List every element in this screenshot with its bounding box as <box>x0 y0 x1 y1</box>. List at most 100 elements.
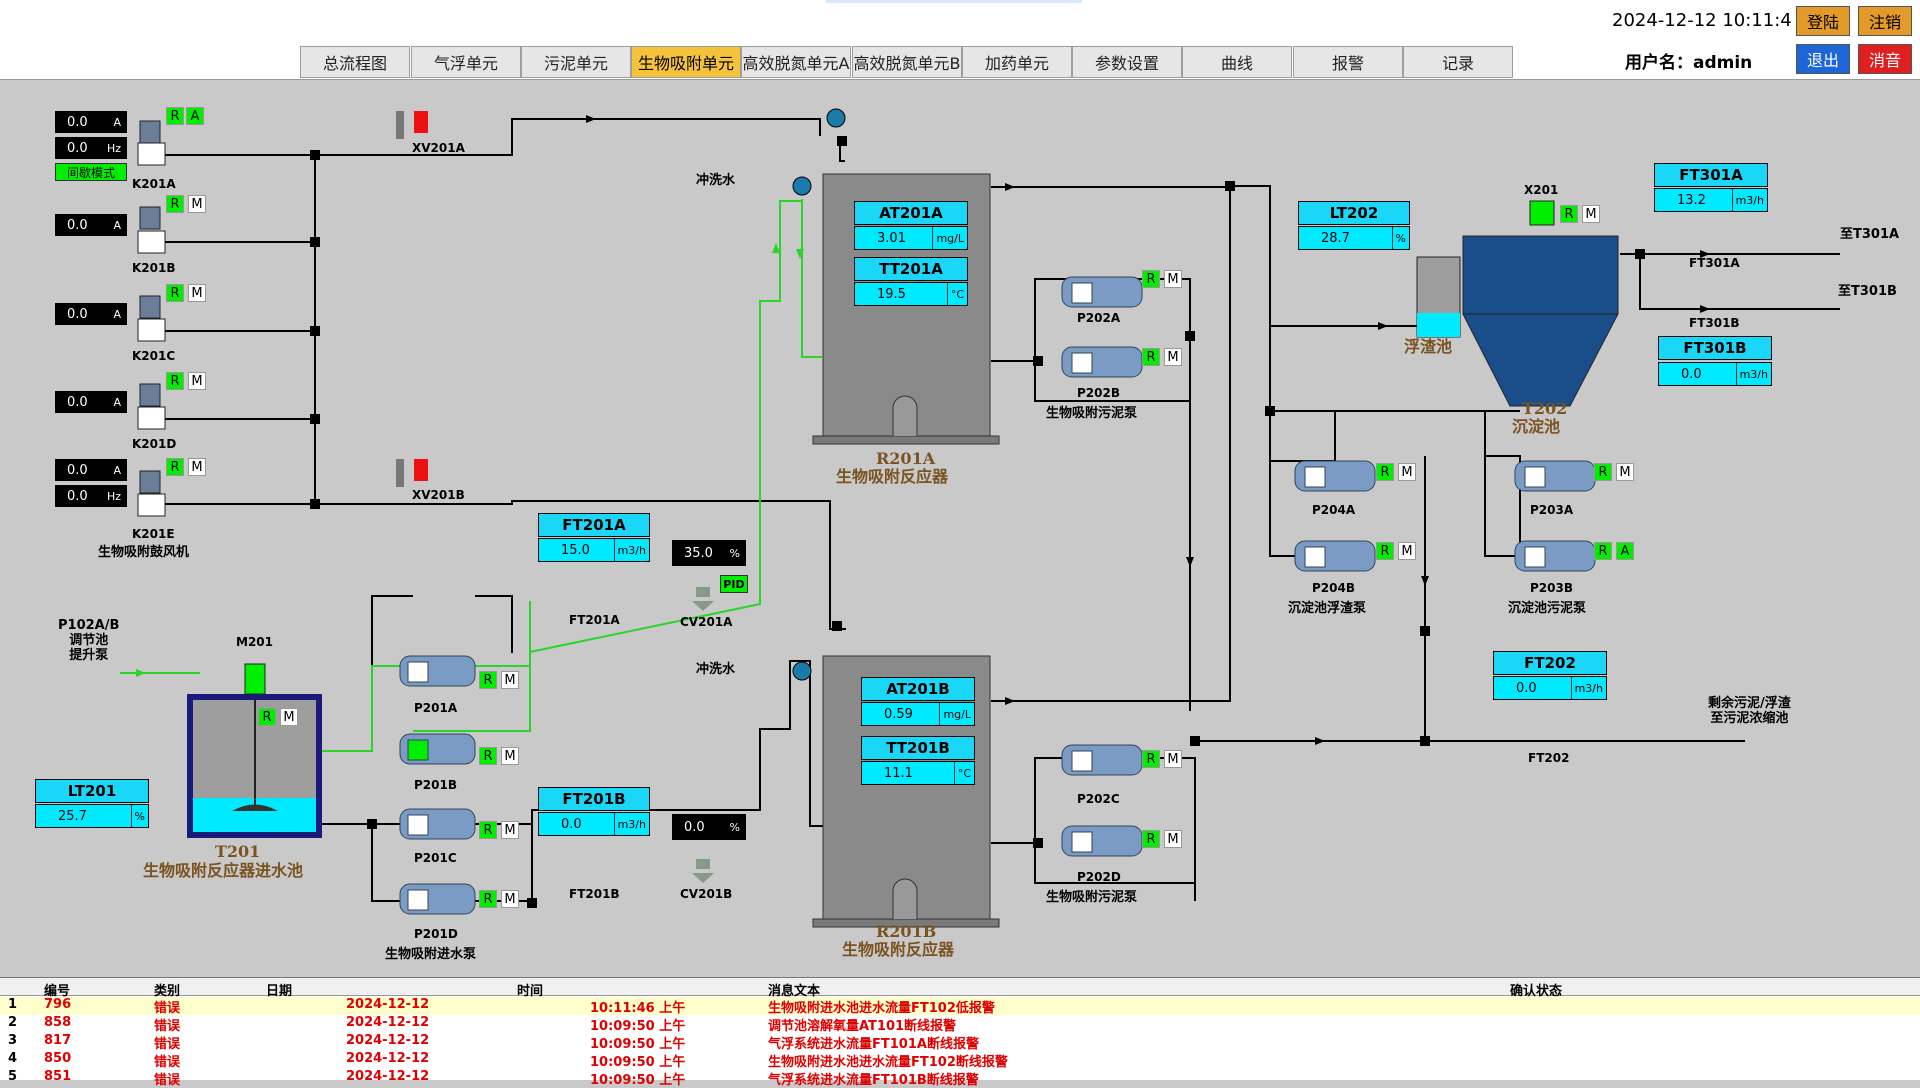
p202d-label: P202D <box>1077 870 1121 884</box>
p204b-manual[interactable]: M <box>1398 542 1416 560</box>
pipe-air-a-tank <box>839 141 845 162</box>
k201b-manual[interactable]: M <box>188 195 206 213</box>
col-ack: 确认状态 <box>1510 984 1563 999</box>
p203b-auto[interactable]: A <box>1616 542 1634 560</box>
p201a-run[interactable]: R <box>479 671 497 689</box>
alarm-cell-type: 错误 <box>154 1073 181 1088</box>
p201c-manual[interactable]: M <box>501 821 519 839</box>
p201b-run[interactable]: R <box>479 747 497 765</box>
x201-run[interactable]: R <box>1560 205 1578 223</box>
p202c-run[interactable]: R <box>1142 750 1160 768</box>
tab-1[interactable]: 气浮单元 <box>411 46 521 78</box>
tab-7[interactable]: 参数设置 <box>1072 46 1182 78</box>
k201c-run[interactable]: R <box>166 284 184 302</box>
pipe-p201-a <box>475 595 513 653</box>
alarm-cell-idx: 4 <box>8 1051 18 1066</box>
p201d-run[interactable]: R <box>479 890 497 908</box>
x201-manual[interactable]: M <box>1582 205 1600 223</box>
k201a-mode[interactable]: 间歇模式 <box>55 163 127 181</box>
p201-caption: 生物吸附进水泵 <box>385 947 477 962</box>
alarm-cell-id: 850 <box>44 1051 72 1066</box>
p201b-manual[interactable]: M <box>501 747 519 765</box>
tab-0[interactable]: 总流程图 <box>300 46 410 78</box>
pipe-r201a-bottom-out <box>991 278 1191 362</box>
p202d-run[interactable]: R <box>1142 830 1160 848</box>
k201c-manual[interactable]: M <box>188 284 206 302</box>
alarm-cell-idx: 5 <box>8 1069 18 1084</box>
p204a-run[interactable]: R <box>1376 463 1394 481</box>
exit-button[interactable]: 退出 <box>1796 44 1850 74</box>
t201-mixer-manual[interactable]: M <box>280 708 298 726</box>
arrow-5 <box>1186 557 1194 567</box>
k201d-manual[interactable]: M <box>188 372 206 390</box>
top-center-bar <box>826 0 1082 3</box>
t201-mixer-run[interactable]: R <box>258 708 276 726</box>
k201e-manual[interactable]: M <box>188 458 206 476</box>
arrow-green-2 <box>772 243 780 253</box>
p202b-manual[interactable]: M <box>1164 348 1182 366</box>
m201-label: M201 <box>236 635 273 649</box>
arrow-8 <box>1700 305 1710 313</box>
blower-group-caption: 生物吸附鼓风机 <box>98 545 190 560</box>
p202c-manual[interactable]: M <box>1164 750 1182 768</box>
t202-scum-label: 浮渣池 <box>1404 337 1453 356</box>
p204a-manual[interactable]: M <box>1398 463 1416 481</box>
alarm-cell-time: 10:09:50 上午 <box>590 1019 686 1034</box>
k201d-run[interactable]: R <box>166 372 184 390</box>
inlet-source: P102A/B 调节池 提升泵 <box>58 618 120 663</box>
pid-badge[interactable]: PID <box>720 575 748 593</box>
p202a-run[interactable]: R <box>1142 270 1160 288</box>
pump-shape-p204b <box>1294 540 1376 572</box>
cv201a-setpoint[interactable]: 35.0% <box>672 540 746 566</box>
ft301a-tag: FT301A <box>1654 163 1768 187</box>
k201b-run[interactable]: R <box>166 195 184 213</box>
p204b-run[interactable]: R <box>1376 542 1394 560</box>
p203-caption: 沉淀池污泥泵 <box>1508 601 1587 616</box>
tab-3[interactable]: 生物吸附单元 <box>631 46 741 78</box>
silence-button[interactable]: 消音 <box>1858 44 1912 74</box>
cv201b-setpoint[interactable]: 0.0% <box>672 814 746 840</box>
p202d-manual[interactable]: M <box>1164 830 1182 848</box>
p203b-run[interactable]: R <box>1594 542 1612 560</box>
p203a-run[interactable]: R <box>1594 463 1612 481</box>
p201c-run[interactable]: R <box>479 821 497 839</box>
p202a-manual[interactable]: M <box>1164 270 1182 288</box>
alarm-cell-time: 10:09:50 上午 <box>590 1055 686 1070</box>
tab-2[interactable]: 污泥单元 <box>521 46 631 78</box>
p202b-run[interactable]: R <box>1142 348 1160 366</box>
p201d-manual[interactable]: M <box>501 890 519 908</box>
tab-4[interactable]: 高效脱氮单元A <box>741 46 851 78</box>
r201a-caption: 生物吸附反应器 <box>836 467 949 486</box>
tab-6[interactable]: 加药单元 <box>962 46 1072 78</box>
p204-caption: 沉淀池浮渣泵 <box>1288 601 1367 616</box>
arrow-1 <box>586 115 596 123</box>
tab-9[interactable]: 报警 <box>1293 46 1403 78</box>
p203a-manual[interactable]: M <box>1616 463 1634 481</box>
logout-register-button[interactable]: 注销 <box>1858 6 1912 36</box>
p201a-manual[interactable]: M <box>501 671 519 689</box>
login-button[interactable]: 登陆 <box>1796 6 1850 36</box>
k201a-auto[interactable]: A <box>186 107 204 125</box>
k201e-run[interactable]: R <box>166 458 184 476</box>
tab-10[interactable]: 记录 <box>1403 46 1513 78</box>
flush-valve-1 <box>826 108 846 128</box>
k201a-run[interactable]: R <box>166 107 184 125</box>
pump-shape-p202a <box>1061 276 1143 308</box>
tab-8[interactable]: 曲线 <box>1182 46 1292 78</box>
pipe-green-t201 <box>322 200 802 752</box>
alarm-cell-msg: 气浮系统进水流量FT101A断线报警 <box>768 1037 979 1052</box>
blower-shape-k201d <box>137 383 166 430</box>
tab-5[interactable]: 高效脱氮单元B <box>852 46 962 78</box>
r201b-name: R201B <box>876 922 937 941</box>
